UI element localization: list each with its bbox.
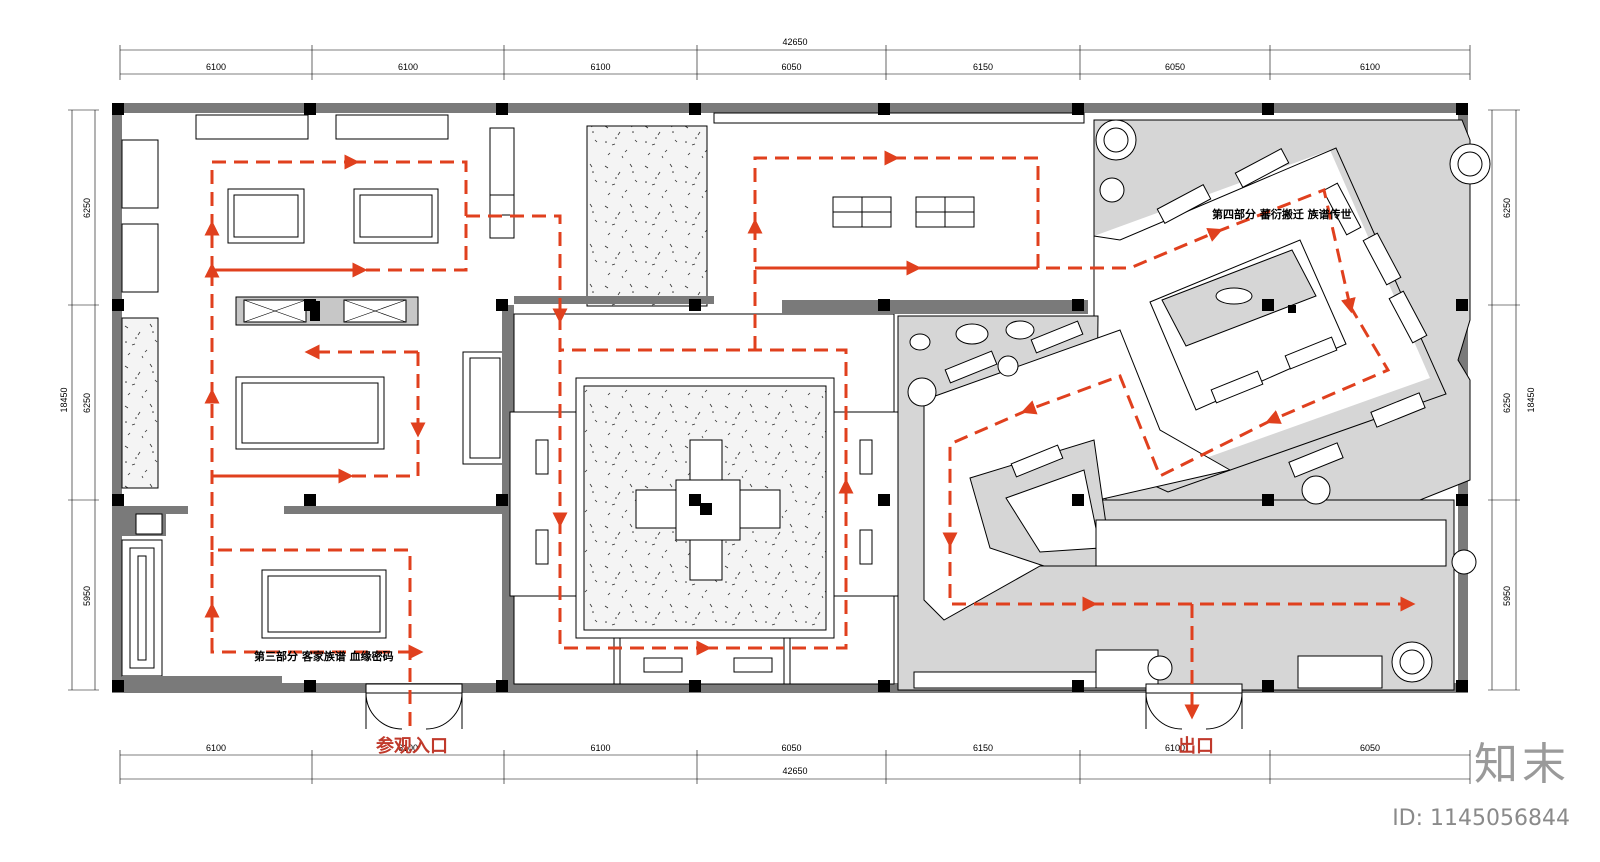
dim-left-2: 6250 — [82, 393, 92, 413]
dim-right-total: 18450 — [1526, 387, 1536, 412]
dim-left-total: 18450 — [59, 387, 69, 412]
dim-top-seg-7: 6100 — [1360, 62, 1380, 72]
column — [1262, 299, 1274, 311]
column — [1262, 103, 1274, 115]
column — [304, 103, 316, 115]
top-middle-hall — [713, 112, 1088, 314]
dim-top-seg-1: 6100 — [206, 62, 226, 72]
column — [112, 103, 124, 115]
column — [878, 299, 890, 311]
left-hall — [121, 113, 512, 684]
dim-right-1: 6250 — [1502, 198, 1512, 218]
dim-bottom-seg-5: 6150 — [973, 743, 993, 753]
column — [689, 103, 701, 115]
dim-right-2: 6250 — [1502, 393, 1512, 413]
column — [689, 299, 701, 311]
watermark-brand: 知末 — [1474, 739, 1570, 790]
exit-door — [1145, 683, 1243, 730]
column — [878, 494, 890, 506]
column — [1072, 299, 1084, 311]
column — [1262, 494, 1274, 506]
dim-total-bottom: 42650 — [782, 766, 807, 776]
dim-bottom-seg-7: 6050 — [1360, 743, 1380, 753]
dimension-right — [1488, 109, 1520, 691]
column — [1456, 103, 1468, 115]
dimension-bottom — [119, 750, 1471, 784]
column — [496, 103, 508, 115]
column — [1072, 680, 1084, 692]
dimension-top — [119, 45, 1471, 80]
dim-bottom-seg-4: 6050 — [781, 743, 801, 753]
column — [112, 494, 124, 506]
dim-bottom-seg-2: 6100 — [398, 743, 418, 753]
column — [304, 299, 316, 311]
dim-bottom-seg-3: 6100 — [590, 743, 610, 753]
column — [496, 299, 508, 311]
dim-right-3: 5950 — [1502, 586, 1512, 606]
entrance-door — [365, 683, 463, 730]
column — [1262, 680, 1274, 692]
dim-top-seg-6: 6050 — [1165, 62, 1185, 72]
column — [878, 103, 890, 115]
dimension-left — [68, 109, 99, 691]
column — [878, 680, 890, 692]
dim-left-3: 5950 — [82, 586, 92, 606]
section-three-label: 第三部分 客家族谱 血缘密码 — [254, 649, 394, 663]
column — [496, 680, 508, 692]
exit-label: 出口 — [1178, 735, 1214, 757]
column — [1456, 494, 1468, 506]
dim-top-seg-2: 6100 — [398, 62, 418, 72]
column — [304, 680, 316, 692]
column — [496, 494, 508, 506]
visitor-route — [204, 150, 1416, 726]
column — [112, 299, 124, 311]
dim-top-seg-4: 6050 — [781, 62, 801, 72]
dim-bottom-seg-1: 6100 — [206, 743, 226, 753]
column — [1072, 103, 1084, 115]
garden-top — [586, 125, 708, 307]
columns — [112, 103, 1468, 692]
column — [1072, 494, 1084, 506]
column — [1456, 299, 1468, 311]
column — [689, 494, 701, 506]
central-courtyard — [509, 313, 899, 685]
dim-bottom-seg-6: 6100 — [1165, 743, 1185, 753]
dim-total-top: 42650 — [782, 37, 807, 47]
column — [112, 680, 124, 692]
dim-left-1: 6250 — [82, 198, 92, 218]
watermark-id: ID: 1145056844 — [1392, 806, 1570, 831]
entrance-label: 参观入口 — [376, 735, 448, 757]
dim-top-seg-3: 6100 — [590, 62, 610, 72]
dim-top-seg-5: 6150 — [973, 62, 993, 72]
column — [1456, 680, 1468, 692]
column — [304, 494, 316, 506]
section-four-label: 第四部分 蕃衍搬迁 族谱传世 — [1212, 207, 1352, 221]
column — [689, 680, 701, 692]
